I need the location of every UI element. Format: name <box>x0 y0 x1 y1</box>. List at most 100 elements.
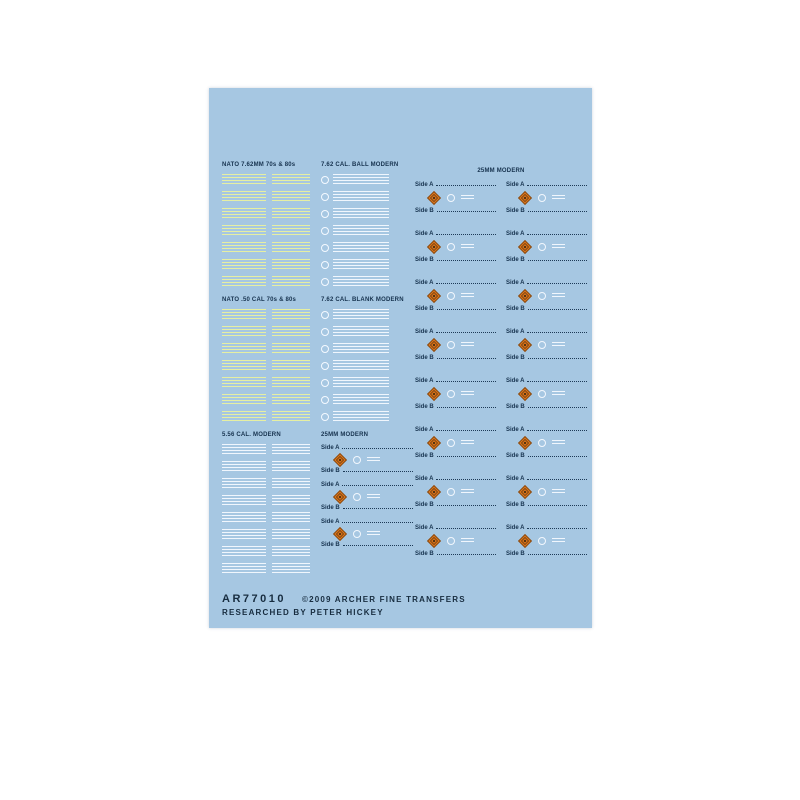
side-a-label: Side A <box>321 445 340 451</box>
hazard-row <box>506 532 587 550</box>
hazard-row <box>506 483 587 501</box>
placement-guide-unit: Side A Side B <box>506 475 587 509</box>
cut-guide-dotted-line <box>436 478 496 480</box>
stencil-text-block <box>272 309 310 321</box>
cut-guide-dotted-line <box>342 507 413 509</box>
roundel-icon <box>321 227 329 235</box>
side-b-row: Side B <box>415 207 496 215</box>
roundel-icon <box>447 390 455 398</box>
stencil-text-block <box>552 342 565 348</box>
side-a-row: Side A <box>506 475 587 483</box>
explosive-hazard-diamond-icon <box>426 533 442 549</box>
stencil-row <box>222 259 322 271</box>
cut-guide-dotted-line <box>342 484 413 486</box>
side-b-label: Side B <box>415 306 434 312</box>
cut-guide-dotted-line <box>527 282 587 284</box>
side-a-label: Side A <box>321 482 340 488</box>
side-a-label: Side A <box>506 280 525 286</box>
stencil-text-block <box>272 411 310 423</box>
stencil-row <box>321 411 413 423</box>
side-b-label: Side B <box>506 551 525 557</box>
hazard-row <box>415 336 496 354</box>
stencil-row <box>321 326 413 338</box>
side-a-row: Side A <box>415 328 496 336</box>
explosive-hazard-diamond-icon <box>517 239 533 255</box>
side-b-label: Side B <box>415 208 434 214</box>
stencil-text-block <box>461 391 474 397</box>
side-a-row: Side A <box>506 426 587 434</box>
stencil-text-block <box>333 242 389 254</box>
placement-guide-unit: Side A Side B <box>415 426 496 460</box>
stencil-text-block <box>367 530 380 537</box>
roundel-icon <box>447 194 455 202</box>
cut-guide-dotted-line <box>436 308 496 310</box>
section-title-25mm-right: 25MM MODERN <box>477 168 525 174</box>
hazard-row <box>415 385 496 403</box>
placement-guide-unit: Side A Side B <box>321 444 413 475</box>
side-a-row: Side A <box>415 426 496 434</box>
stencil-row <box>222 276 322 288</box>
side-a-label: Side A <box>506 329 525 335</box>
side-b-label: Side B <box>415 502 434 508</box>
stencil-text-block <box>222 326 266 338</box>
stencil-text-block <box>272 495 310 507</box>
cut-guide-dotted-line <box>527 210 587 212</box>
side-a-row: Side A <box>506 181 587 189</box>
roundel-icon <box>538 439 546 447</box>
side-a-row: Side A <box>506 377 587 385</box>
stencil-row <box>321 208 413 220</box>
placement-guide-unit: Side A Side B <box>415 475 496 509</box>
stencil-text-block <box>552 538 565 544</box>
side-a-row: Side A <box>415 475 496 483</box>
explosive-hazard-diamond-icon <box>426 239 442 255</box>
side-a-row: Side A <box>506 328 587 336</box>
explosive-hazard-diamond-icon <box>332 489 348 504</box>
roundel-icon <box>447 537 455 545</box>
stencil-row <box>222 191 322 203</box>
placement-guide-unit: Side A Side B <box>506 328 587 362</box>
stencil-text-block <box>222 461 266 473</box>
explosive-hazard-diamond-icon <box>426 435 442 451</box>
roundel-icon <box>353 529 361 538</box>
hazard-row <box>506 434 587 452</box>
side-b-label: Side B <box>415 453 434 459</box>
stencil-text-block <box>333 394 389 406</box>
roundel-icon <box>321 311 329 319</box>
side-a-row: Side A <box>506 524 587 532</box>
stencil-text-block <box>222 259 266 271</box>
stencil-text-block <box>272 377 310 389</box>
explosive-hazard-diamond-icon <box>332 452 348 467</box>
hazard-row <box>506 238 587 256</box>
section-title-nato-50cal: NATO .50 CAL 70s & 80s <box>222 297 297 303</box>
credits-line-1: AR77010 ©2009 ARCHER FINE TRANSFERS <box>222 593 466 605</box>
hazard-row <box>506 189 587 207</box>
stencil-text-block <box>552 195 565 201</box>
stencil-text-block <box>272 512 310 524</box>
side-b-row: Side B <box>321 541 413 549</box>
stencil-row <box>321 191 413 203</box>
cut-guide-dotted-line <box>436 455 496 457</box>
side-a-row: Side A <box>321 444 413 452</box>
side-b-row: Side B <box>506 354 587 362</box>
stencil-text-block <box>367 493 380 500</box>
side-b-row: Side B <box>415 452 496 460</box>
hazard-row <box>415 532 496 550</box>
roundel-icon <box>447 341 455 349</box>
roundel-icon <box>538 537 546 545</box>
stencil-text-block <box>222 276 266 288</box>
copyright-text: ©2009 ARCHER FINE TRANSFERS <box>301 595 466 604</box>
stencil-row <box>222 326 322 338</box>
stencil-text-block <box>222 360 266 372</box>
cut-guide-dotted-line <box>527 259 587 261</box>
side-b-label: Side B <box>321 468 340 474</box>
side-b-label: Side B <box>506 502 525 508</box>
roundel-icon <box>321 328 329 336</box>
cut-guide-dotted-line <box>436 210 496 212</box>
stencil-text-block <box>272 546 310 558</box>
side-a-label: Side A <box>415 231 434 237</box>
side-b-row: Side B <box>321 504 413 512</box>
